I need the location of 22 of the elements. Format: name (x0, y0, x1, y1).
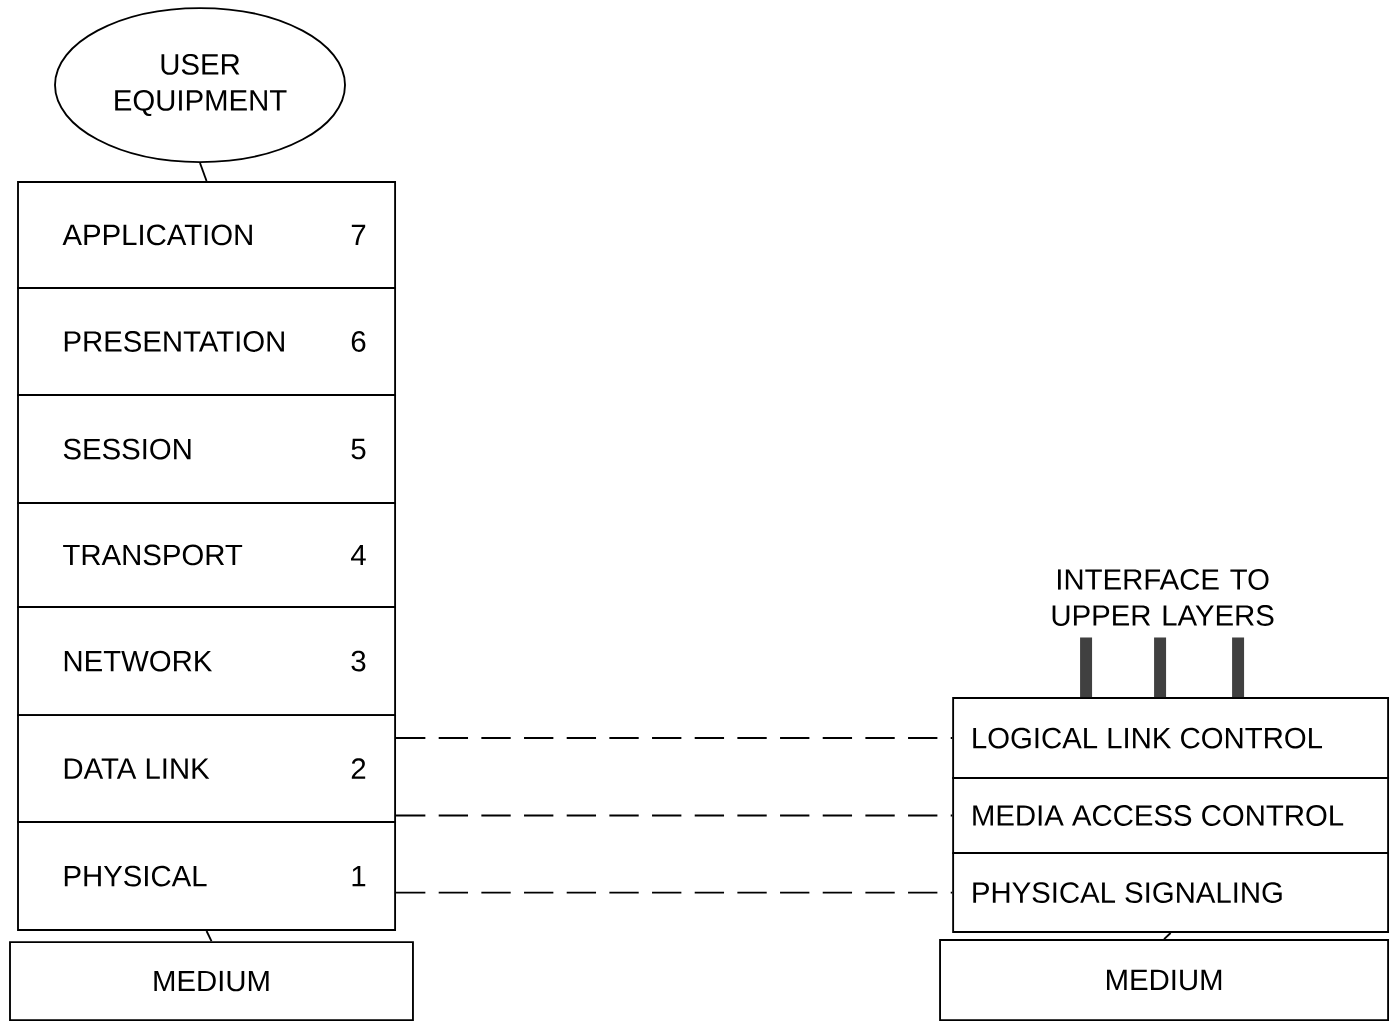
layer-box: TRANSPORT 4 (17, 502, 397, 608)
layer-box: SESSION 5 (17, 394, 397, 504)
dashed-line (395, 891, 954, 894)
connector-bar (1080, 637, 1093, 698)
sublayer-box: MEDIA ACCESS CONTROL (952, 777, 1390, 854)
connector-line (205, 930, 213, 943)
connector-line (199, 162, 208, 182)
dashed-line (395, 814, 954, 817)
sublayer-box: PHYSICAL SIGNALING (952, 852, 1390, 933)
connector-bar (1232, 637, 1245, 698)
sublayer-box: LOGICAL LINK CONTROL (952, 697, 1390, 779)
layer-box: DATA LINK 2 (17, 714, 397, 823)
layer-box: PRESENTATION 6 (17, 287, 397, 396)
layer-box: PHYSICAL 1 (17, 821, 397, 931)
layer-box: APPLICATION 7 (17, 181, 397, 289)
medium-box: MEDIUM (9, 941, 414, 1022)
medium-box: MEDIUM (939, 939, 1390, 1021)
dashed-line (395, 737, 954, 739)
connector-line (1163, 932, 1172, 941)
interface-label: INTERFACE TO UPPER LAYERS (1052, 569, 1274, 626)
connector-bar (1154, 637, 1167, 698)
layer-box: NETWORK 3 (17, 606, 397, 717)
